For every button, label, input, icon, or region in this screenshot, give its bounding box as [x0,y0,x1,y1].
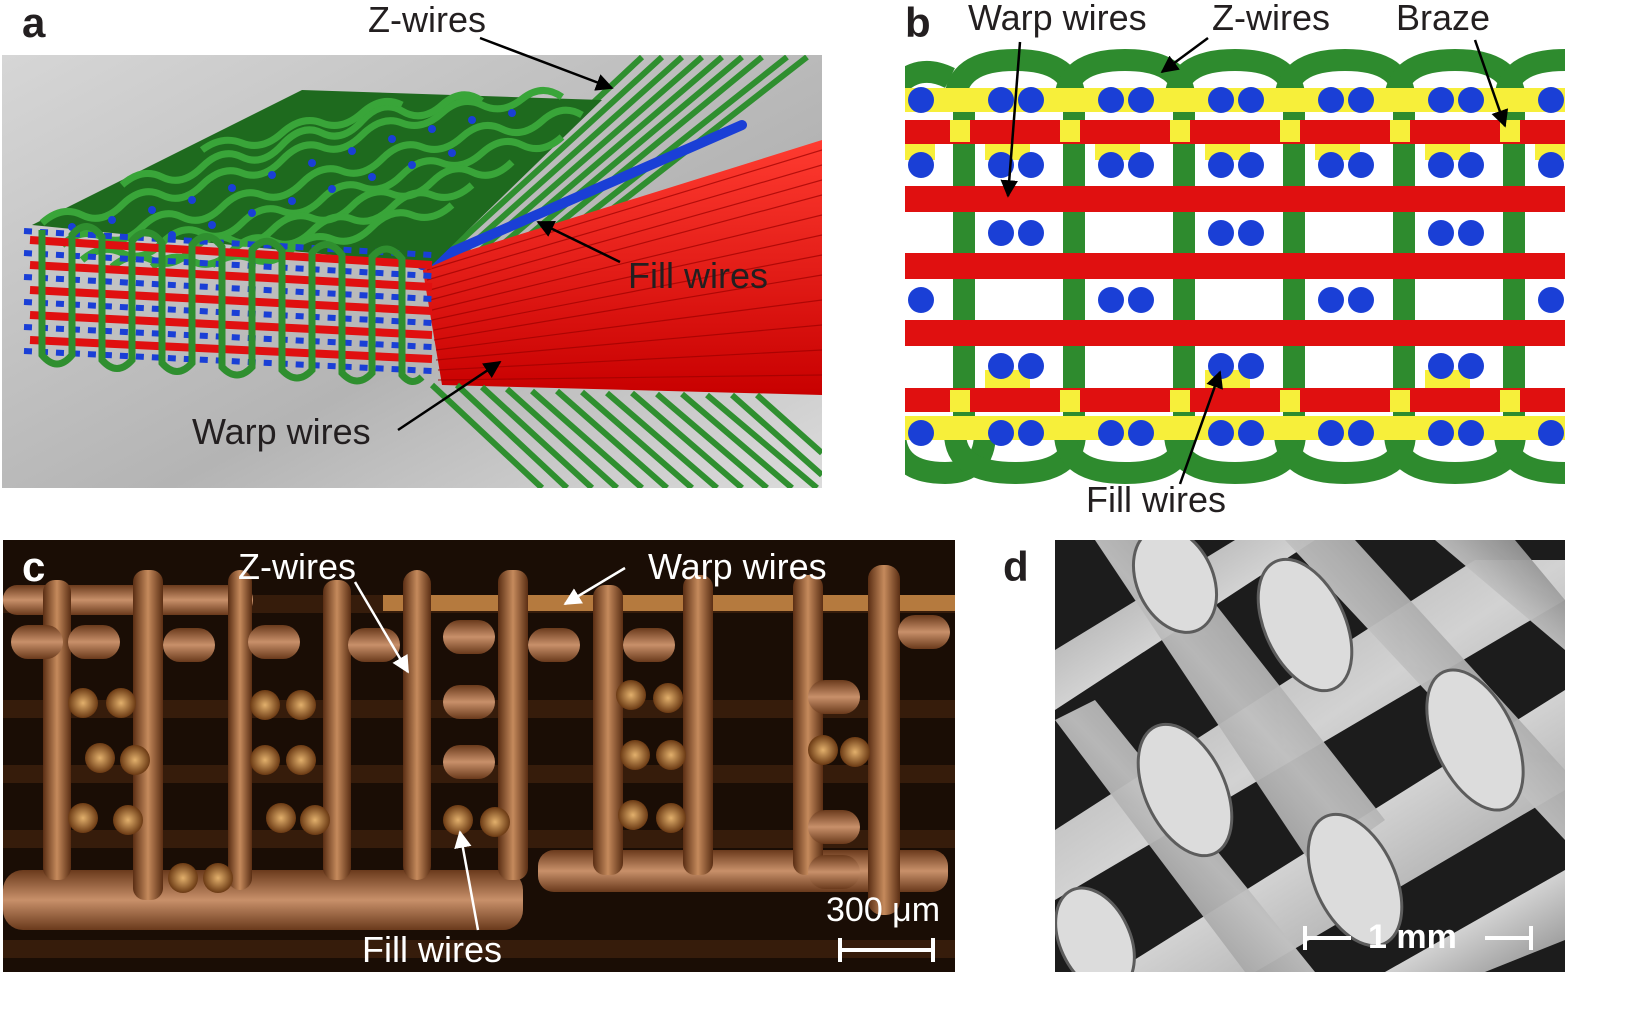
panel-b-label-fill-wires: Fill wires [1086,479,1226,520]
arrow-a-z-wires [479,36,614,91]
panel-a-illustration [2,55,822,488]
panel-letter-b: b [905,0,931,46]
panel-b-arrows [1000,36,1509,485]
panel-c-label-z-wires: Z-wires [238,546,356,587]
panel-letter-c: c [22,543,46,590]
panel-b-label-braze: Braze [1396,0,1491,38]
panel-d-scale-bar [1303,926,1533,950]
arrow-b-braze [1473,39,1509,128]
panel-c-scale-label: 300 μm [826,891,941,929]
arrow-b-warp-wires [1000,41,1022,198]
panel-c-arrows [353,566,626,931]
panel-c-micrograph [3,540,955,972]
arrow-c-warp-wires [563,566,626,606]
arrow-c-z-wires [353,581,410,674]
arrow-b-z-wires [1160,36,1209,74]
arrow-a-warp-wires [397,360,502,432]
panel-a-label-z-wires: Z-wires [368,0,486,40]
panel-a-label-warp-wires: Warp wires [192,411,371,452]
arrow-c-fill-wires [454,830,480,931]
panel-c-scale-bar [838,938,935,962]
panel-a-arrows [397,36,621,432]
panel-c-label-fill-wires: Fill wires [362,929,502,970]
panel-a-label-fill-wires: Fill wires [628,255,768,296]
panel-b-label-warp-wires: Warp wires [968,0,1147,38]
panel-letter-d: d [1003,543,1029,590]
arrow-b-fill-wires [1178,370,1223,485]
panel-d-sem-image [1055,540,1565,972]
panel-b-label-z-wires: Z-wires [1212,0,1330,38]
panel-d-scale-label: 1 mm [1368,918,1457,956]
panel-c-label-warp-wires: Warp wires [648,546,827,587]
arrow-a-fill-wires [536,220,621,264]
panel-letter-a: a [22,0,46,46]
